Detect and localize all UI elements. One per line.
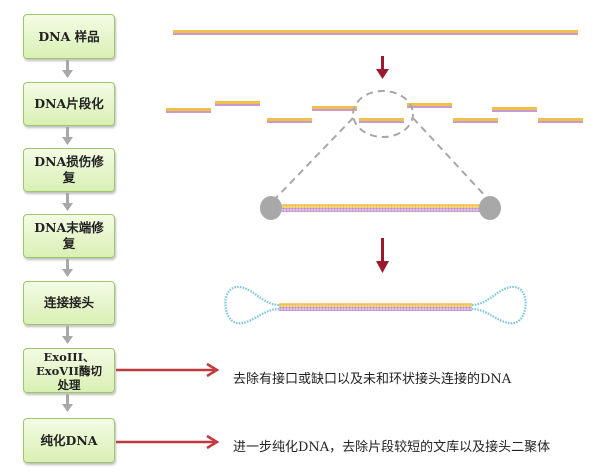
step-adapter-ligation: 连接接头 bbox=[23, 281, 115, 325]
flow-arrow-down-icon bbox=[62, 394, 73, 412]
dna-fragment bbox=[267, 118, 312, 123]
zoom-ellipse bbox=[352, 90, 414, 138]
step-dna-damage-repair: DNA损伤修复 bbox=[23, 148, 115, 192]
step-label: DNA损伤修复 bbox=[34, 154, 104, 185]
annotation-arrow-right-icon bbox=[116, 434, 220, 450]
flow-arrow-down-icon bbox=[62, 259, 73, 277]
dna-fragment bbox=[492, 107, 537, 112]
flow-arrows bbox=[62, 60, 73, 412]
zoom-line-left bbox=[273, 117, 354, 201]
dna-fragment bbox=[538, 118, 583, 123]
dna-fragment bbox=[166, 108, 211, 113]
annotation-exo-digestion: 去除有接口或缺口以及未和环状接头连接的DNA bbox=[233, 372, 512, 387]
process-arrow-down-icon bbox=[376, 238, 389, 273]
zoom-callout bbox=[273, 90, 489, 201]
step-exo-digestion: ExoIII、ExoVII酶切处理 bbox=[23, 348, 115, 393]
step-label: DNA末端修复 bbox=[34, 220, 104, 251]
annotation-purify-dna: 进一步纯化DNA，去除片段较短的文库以及接头二聚体 bbox=[233, 440, 551, 455]
step-purify-dna: 纯化DNA bbox=[23, 418, 115, 463]
dna-fragment bbox=[312, 106, 357, 111]
flow-arrow-down-icon bbox=[62, 193, 73, 211]
annotation-arrow-right-icon bbox=[116, 362, 220, 378]
step-label: 连接接头 bbox=[43, 295, 94, 310]
zoom-line-right bbox=[412, 117, 489, 200]
end-capped-fragment bbox=[260, 196, 501, 220]
end-cap-left bbox=[260, 196, 282, 220]
step-label: DNA片段化 bbox=[34, 96, 104, 111]
step-label: ExoIII、ExoVII酶切处理 bbox=[36, 349, 102, 392]
end-cap-right bbox=[479, 196, 501, 220]
flow-arrow-down-icon bbox=[62, 127, 73, 145]
dumbbell-construct bbox=[224, 285, 527, 325]
dna-fragments bbox=[166, 101, 583, 123]
flow-arrow-down-icon bbox=[62, 60, 73, 78]
flow-arrow-down-icon bbox=[62, 326, 73, 344]
adapter-loop-right bbox=[471, 285, 527, 325]
dna-fragment bbox=[359, 118, 404, 123]
adapter-loop-left bbox=[224, 285, 280, 325]
dna-fragment bbox=[215, 101, 260, 106]
step-dna-end-repair: DNA末端修复 bbox=[23, 214, 115, 258]
step-dna-fragmentation: DNA片段化 bbox=[23, 82, 115, 126]
dna-fragment bbox=[453, 118, 498, 123]
process-arrow-down-icon bbox=[376, 56, 389, 79]
step-dna-sample: DNA 样品 bbox=[23, 14, 115, 59]
genomic-dna-strand bbox=[173, 30, 578, 35]
step-label: 纯化DNA bbox=[40, 432, 98, 448]
dna-fragment bbox=[407, 103, 452, 108]
step-label: DNA 样品 bbox=[38, 28, 100, 44]
